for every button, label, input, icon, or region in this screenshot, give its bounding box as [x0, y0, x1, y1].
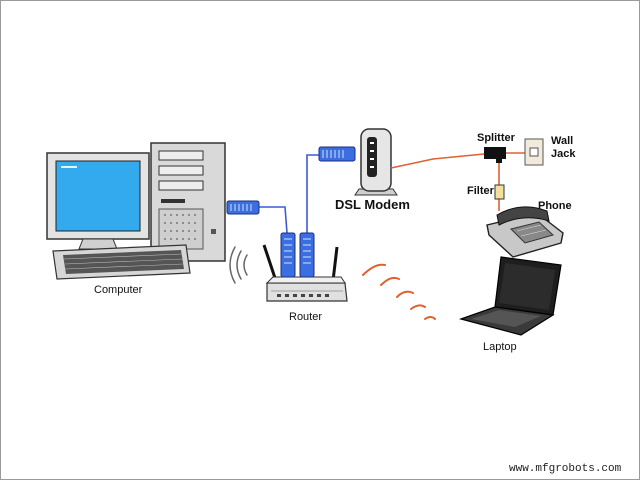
jack-label: Jack — [551, 148, 576, 160]
ethernet-plug-router-1 — [280, 232, 296, 278]
filter-label: Filter — [467, 185, 494, 197]
wall-jack — [524, 138, 544, 166]
ethernet-plug-modem — [318, 146, 356, 162]
splitter-label: Splitter — [477, 132, 515, 144]
monitor — [46, 152, 150, 250]
keyboard — [52, 244, 191, 280]
ethernet-plug-computer — [226, 200, 260, 215]
watermark: www.mfgrobots.com — [509, 463, 622, 475]
phone-line — [390, 152, 525, 211]
telephone — [486, 206, 564, 258]
phone-label: Phone — [538, 200, 572, 212]
splitter — [484, 147, 506, 163]
computer-label: Computer — [94, 284, 143, 296]
router — [262, 244, 348, 302]
laptop-label: Laptop — [483, 341, 517, 353]
laptop — [458, 256, 562, 336]
ethernet-cables — [259, 154, 319, 234]
dsl-modem-label: DSL Modem — [335, 197, 410, 212]
ethernet-plug-router-2 — [299, 232, 315, 278]
wall-label: Wall — [551, 135, 574, 147]
wifi-waves-laptop — [362, 263, 436, 320]
filter — [494, 184, 505, 200]
dsl-modem — [354, 128, 398, 196]
router-label: Router — [289, 311, 323, 323]
computer-tower — [150, 142, 226, 262]
wifi-waves-router-left — [229, 246, 248, 284]
wall-jack-label: Wall Jack — [551, 135, 575, 161]
